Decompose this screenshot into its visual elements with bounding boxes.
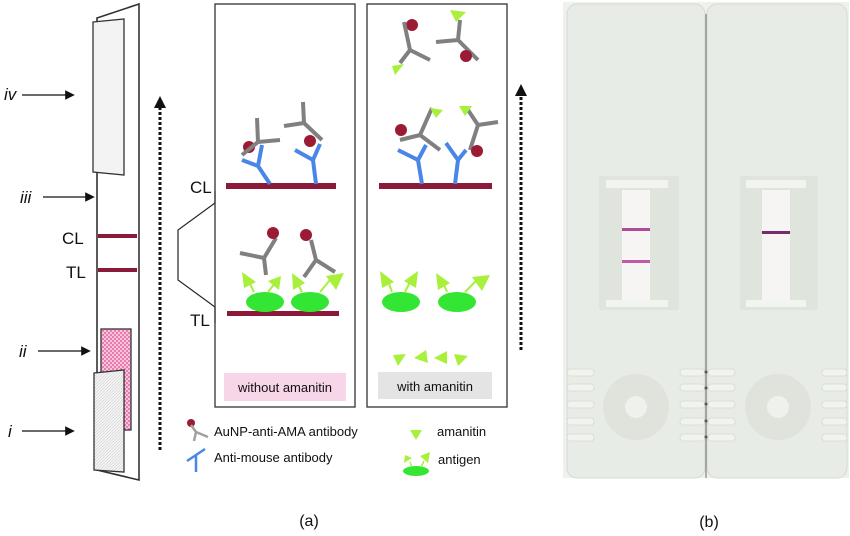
legend-amanitin-label: amanitin [437, 424, 486, 439]
panel-tl-label: TL [190, 311, 210, 330]
photo-test-cassettes [563, 2, 849, 479]
amanitin-icon [410, 430, 422, 440]
anti-mouse-antibody-icon [186, 447, 206, 472]
label-i: i [8, 422, 13, 441]
control-line-right [762, 231, 790, 234]
test-window-right [762, 190, 790, 300]
cassette-with-amanitin [704, 3, 848, 479]
caption-a: (a) [299, 513, 319, 530]
aunp-antibody-icon [187, 419, 209, 442]
legend-antigen-label: antigen [438, 452, 481, 467]
caption-b: (b) [699, 514, 719, 531]
sample-pad [93, 369, 125, 473]
strip-test-line [98, 268, 137, 272]
label-iv: iv [4, 85, 18, 104]
panel-with-amanitin: with amanitin [366, 3, 527, 408]
antigen-icon [403, 452, 430, 476]
panel-without-amanitin: without amanitin [214, 3, 356, 408]
label-with-amanitin: with amanitin [396, 379, 473, 394]
legend: AuNP-anti-AMA antibody Anti-mouse antibo… [186, 419, 486, 476]
label-cl: CL [62, 229, 84, 248]
absorbent-pad [92, 18, 125, 176]
test-window-left [622, 190, 650, 300]
cassette-without-amanitin [566, 3, 706, 479]
label-without-amanitin: without amanitin [237, 380, 332, 395]
lateral-flow-strip: iv iii CL TL ii i [4, 2, 166, 482]
label-ii: ii [19, 342, 28, 361]
strip-control-line [98, 234, 137, 238]
label-iii: iii [20, 188, 33, 207]
test-line-left [622, 260, 650, 263]
legend-antimouse-label: Anti-mouse antibody [214, 450, 333, 465]
panel-cl-label: CL [190, 178, 212, 197]
control-line-left [622, 228, 650, 231]
label-tl: TL [66, 263, 86, 282]
legend-aunp-label: AuNP-anti-AMA antibody [214, 424, 358, 439]
